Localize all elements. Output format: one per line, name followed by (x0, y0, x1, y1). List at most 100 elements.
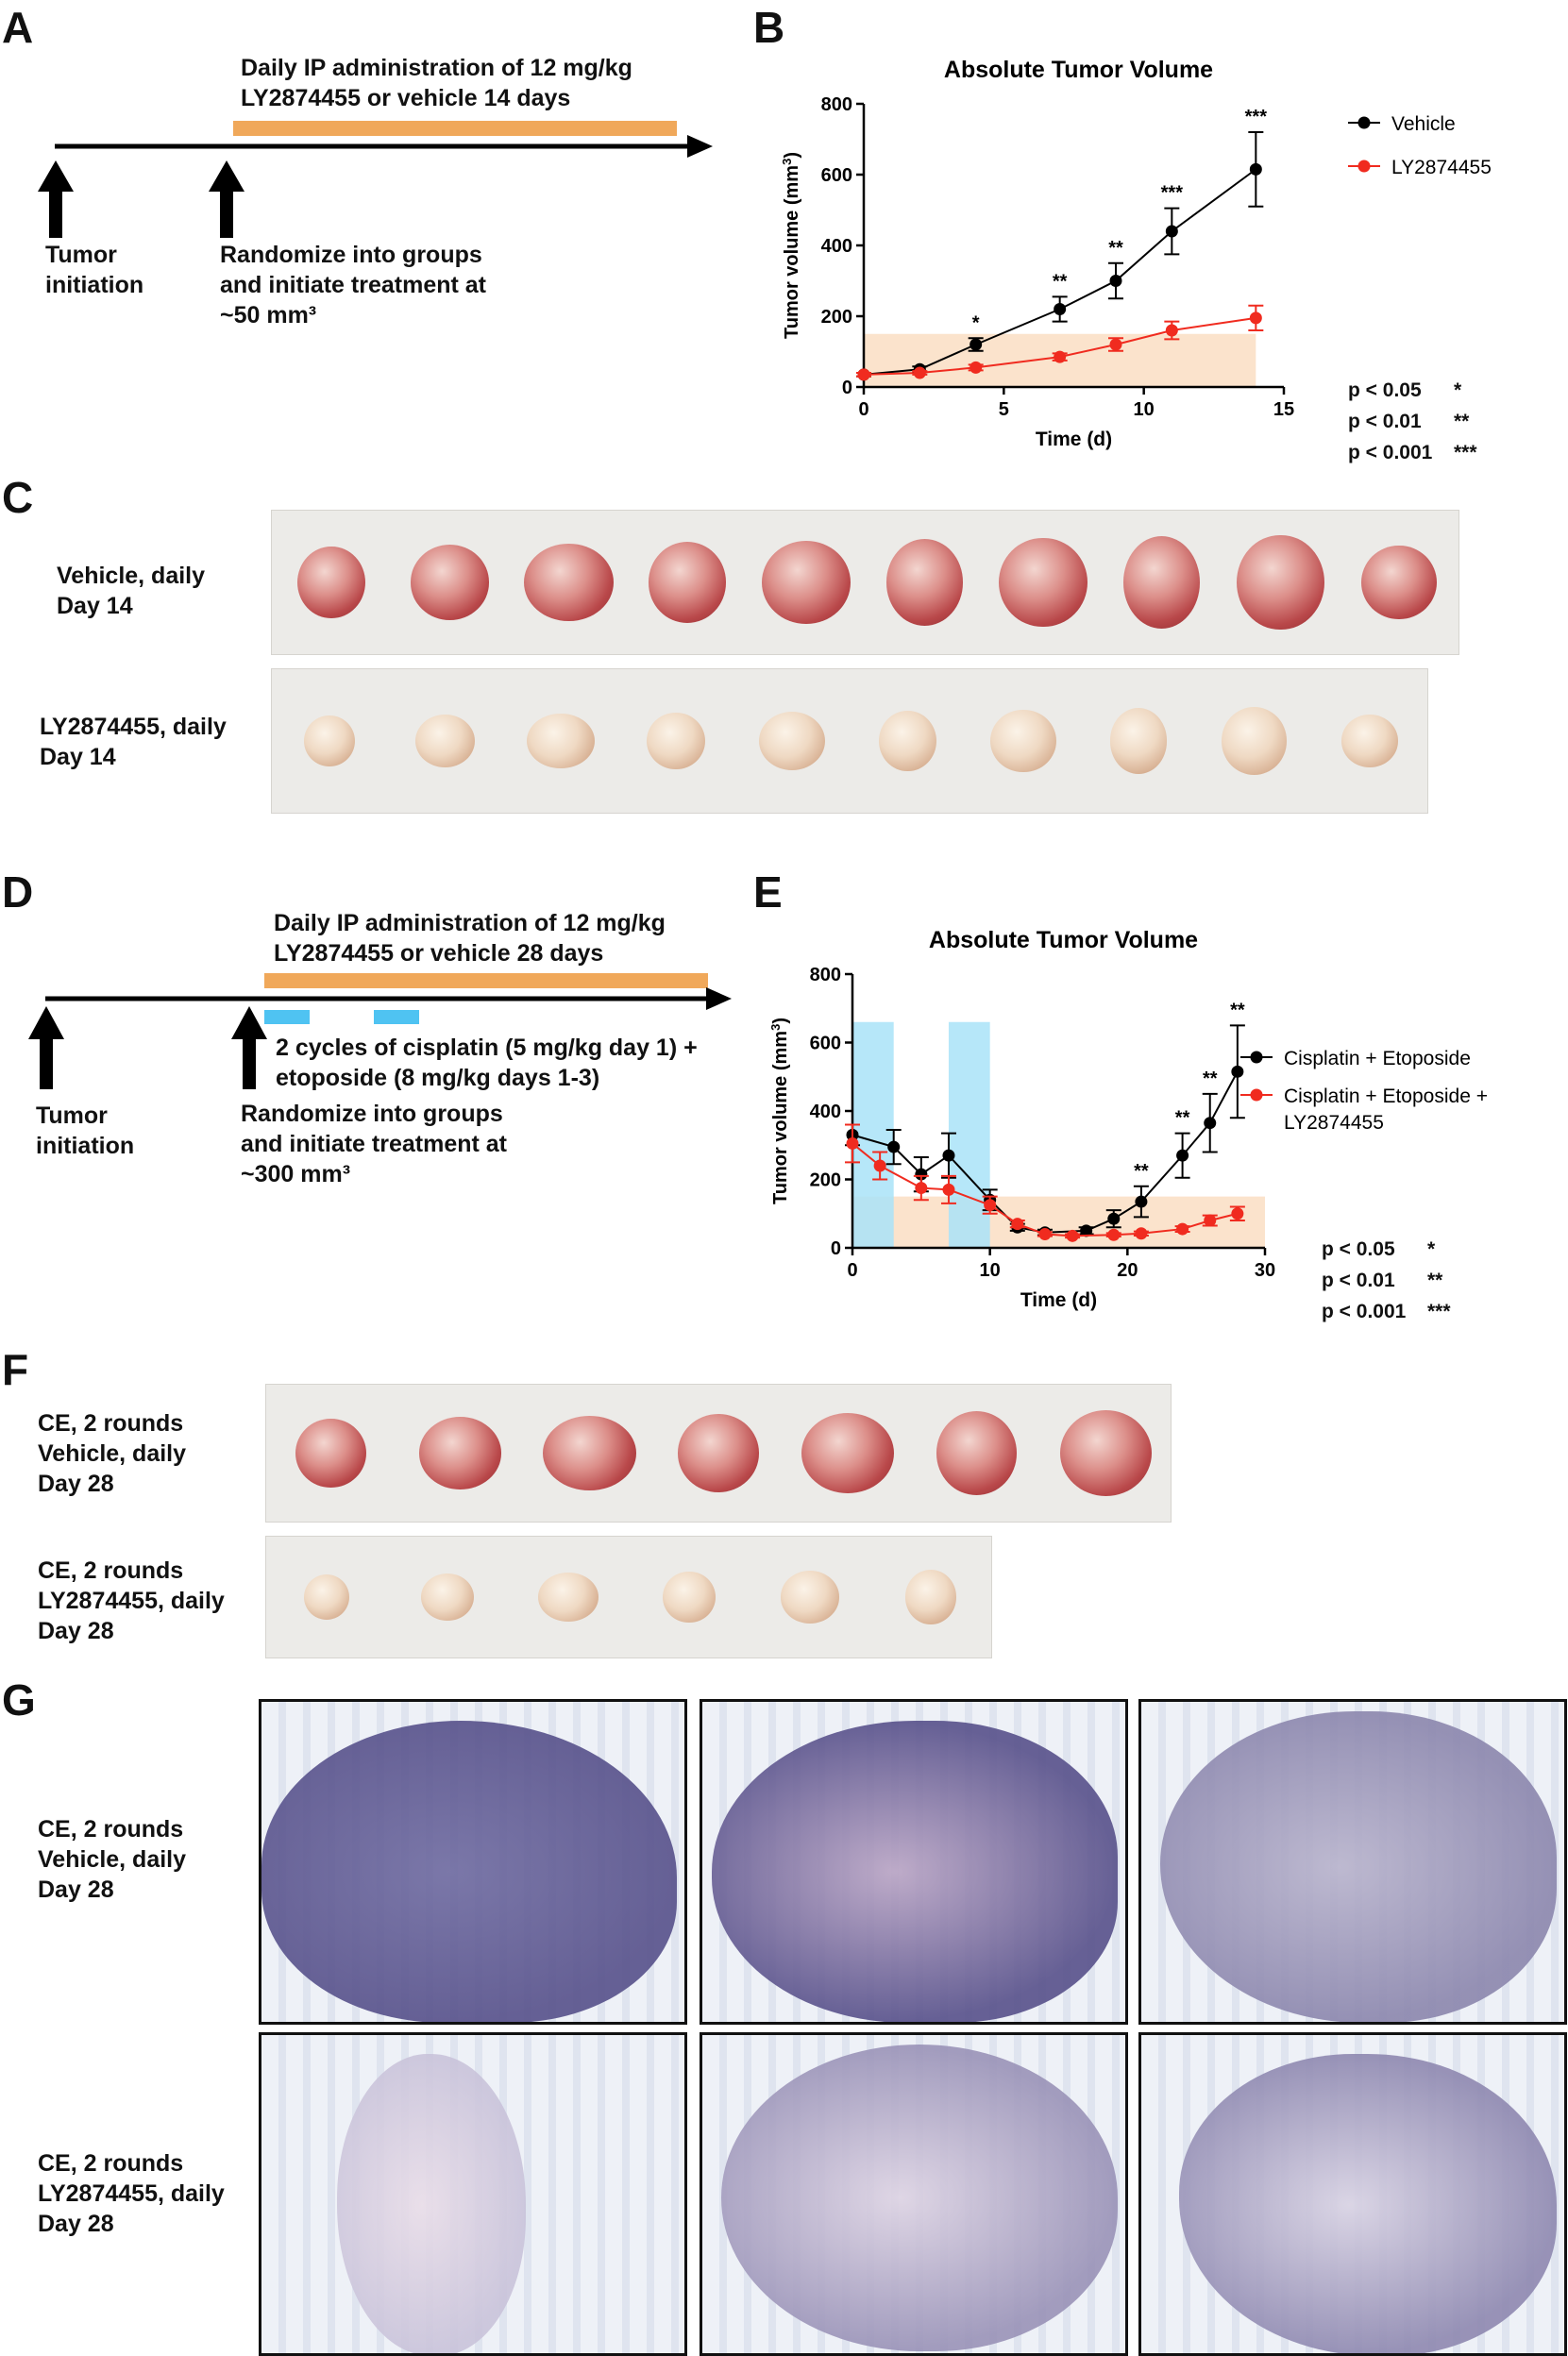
y-axis-label-sup: 3 (768, 1024, 783, 1031)
data-point (969, 361, 983, 374)
tumor-sample (1361, 545, 1437, 620)
g-histology-ly2874455-2 (700, 2032, 1128, 2356)
data-point (969, 338, 983, 351)
significance-label: ** (1053, 271, 1068, 292)
g-histology-vehicle-1 (259, 1699, 687, 2025)
tumor-sample (304, 1574, 349, 1620)
pvalue-stars: *** (1454, 442, 1477, 463)
chart-title: Absolute Tumor Volume (929, 927, 1198, 953)
legend-label: Vehicle (1391, 113, 1456, 135)
data-point (873, 1159, 886, 1172)
data-point (1231, 1065, 1244, 1078)
a-treatment-bar (233, 121, 677, 136)
significance-label: ** (1108, 238, 1123, 259)
pvalue-label: p < 0.01 (1348, 411, 1422, 432)
data-point (1231, 1207, 1244, 1220)
y-axis-label-main: Tumor volume (mm (770, 1031, 791, 1204)
panel-letter-c: C (2, 473, 34, 522)
data-point (1135, 1195, 1148, 1208)
y-axis-label-end: ) (770, 1018, 791, 1024)
data-point (942, 1149, 955, 1162)
legend-marker (1250, 1088, 1263, 1102)
f-row2-label-1: CE, 2 rounds (38, 1557, 184, 1584)
a-arrow-randomize (209, 160, 244, 238)
y-tick-label: 0 (831, 1238, 841, 1259)
pvalue-stars: ** (1454, 411, 1470, 432)
y-tick-label: 200 (821, 307, 852, 328)
shaded-band (852, 1196, 1265, 1248)
tumor-sample (989, 709, 1056, 773)
tumor-sample (1340, 715, 1398, 767)
data-point (857, 368, 870, 381)
tumor-sample (1221, 707, 1287, 775)
tumor-sample (648, 542, 727, 623)
tumor-sample (999, 537, 1087, 628)
a-arrow-tumor-initiation (38, 160, 74, 238)
tumor-sample (885, 539, 964, 626)
d-arrow-tumor-initiation (28, 1006, 64, 1089)
d-bar-label-2: LY2874455 or vehicle 28 days (274, 940, 604, 967)
pvalue-row: p < 0.05* (1322, 1234, 1451, 1265)
x-axis-label: Time (d) (1020, 1289, 1097, 1311)
y-tick-label: 800 (821, 94, 852, 115)
pvalue-table-b: p < 0.05* p < 0.01** p < 0.001*** (1348, 375, 1477, 468)
panel-letter-a: A (2, 3, 34, 52)
d-timeline-arrowhead (706, 987, 732, 1010)
d-arrow1-label-1: Tumor (36, 1102, 108, 1129)
y-axis-label-main: Tumor volume (mm (782, 165, 802, 339)
tumor-sample (421, 1573, 474, 1621)
g-row2-label-1: CE, 2 rounds (38, 2150, 184, 2177)
pvalue-label: p < 0.05 (1322, 1238, 1395, 1260)
x-axis-label: Time (d) (1036, 429, 1112, 450)
tumor-sample (542, 1415, 636, 1491)
data-point (915, 1168, 928, 1181)
tumor-sample (1123, 536, 1201, 629)
c-row2-label-2: Day 14 (40, 744, 116, 770)
d-treatment-bar (264, 973, 708, 988)
data-point (942, 1183, 955, 1196)
significance-label: *** (1161, 183, 1184, 204)
pvalue-label: p < 0.001 (1322, 1301, 1407, 1322)
f-row1-label-3: Day 28 (38, 1471, 114, 1497)
tumor-sample (780, 1571, 840, 1624)
d-arrow1-label-2: initiation (36, 1133, 135, 1159)
d-cycles-label-2: etoposide (8 mg/kg days 1-3) (276, 1065, 600, 1091)
f-ly2874455-tumor-photo (265, 1536, 992, 1658)
data-point (1011, 1218, 1024, 1231)
y-tick-label: 800 (810, 965, 841, 985)
legend-label: LY2874455 (1391, 157, 1492, 178)
significance-label: ** (1230, 1000, 1245, 1020)
d-bar-label-1: Daily IP administration of 12 mg/kg (274, 910, 666, 936)
panel-letter-d: D (2, 867, 34, 917)
legend-marker (1357, 116, 1371, 129)
d-arrow-randomize (231, 1006, 267, 1089)
a-bar-label-2: LY2874455 or vehicle 14 days (241, 85, 571, 111)
data-point (1107, 1212, 1121, 1225)
pvalue-stars: *** (1427, 1301, 1451, 1322)
data-point (1249, 162, 1262, 176)
data-point (1109, 338, 1122, 351)
g-row1-label-3: Day 28 (38, 1876, 114, 1903)
tumor-sample (647, 712, 706, 770)
legend-marker (1357, 160, 1371, 173)
g-histology-vehicle-2 (700, 1699, 1128, 2025)
x-tick-label: 15 (1273, 399, 1294, 420)
a-timeline-arrowhead (687, 135, 713, 158)
panel-letter-f: F (2, 1345, 29, 1394)
data-point (1054, 350, 1067, 363)
d-cycle-bar-1 (264, 1010, 310, 1024)
y-tick-label: 400 (821, 236, 852, 257)
tissue-section (1179, 2054, 1557, 2353)
data-point (887, 1140, 901, 1153)
tumor-sample (758, 711, 826, 771)
y-tick-label: 400 (810, 1102, 841, 1122)
tumor-sample (936, 1411, 1018, 1495)
tissue-section (1160, 1711, 1557, 2022)
pvalue-label: p < 0.05 (1348, 379, 1422, 401)
y-axis-label-sup: 3 (780, 159, 794, 165)
a-arrow1-label-1: Tumor (45, 242, 117, 268)
tumor-sample (878, 710, 936, 772)
tumor-sample (527, 713, 595, 769)
data-point (1109, 275, 1122, 287)
